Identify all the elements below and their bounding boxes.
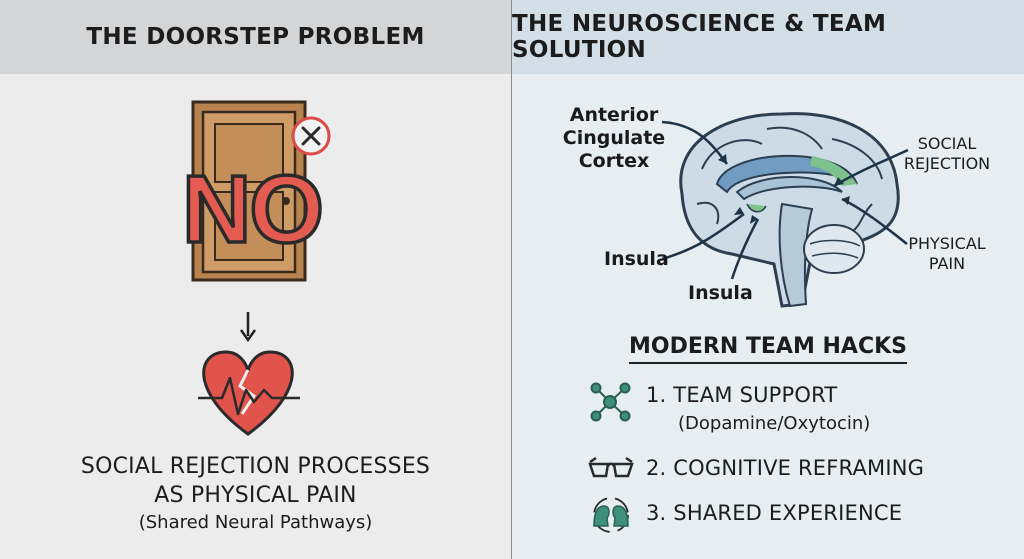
left-panel-title: THE DOORSTEP PROBLEM	[0, 0, 511, 74]
arrow-down-icon	[239, 312, 257, 343]
caption-line-1: SOCIAL REJECTION PROCESSES	[80, 454, 431, 479]
physical-pain-label: PHYSICAL PAIN	[894, 234, 1000, 274]
hacks-title: MODERN TEAM HACKS	[512, 334, 1024, 364]
social-label-line-2: REJECTION	[903, 154, 991, 173]
caption-line-2: AS PHYSICAL PAIN	[154, 483, 357, 508]
two-heads-icon	[593, 497, 629, 533]
brain-diagram	[661, 112, 909, 308]
doorstep-illustration: NO	[180, 100, 331, 436]
hack-shared-experience: 3. SHARED EXPERIENCE	[646, 501, 903, 525]
insula-label-1: Insula	[604, 248, 669, 270]
insula-label-2: Insula	[688, 282, 753, 304]
caption: SOCIAL REJECTION PROCESSES AS PHYSICAL P…	[0, 452, 511, 510]
acc-label: Anterior Cingulate Cortex	[560, 104, 668, 173]
broken-heart-icon	[198, 350, 300, 436]
pain-label-line-2: PAIN	[928, 254, 966, 273]
acc-label-line-1: Anterior	[569, 104, 659, 126]
acc-label-line-2: Cingulate	[562, 127, 666, 149]
hacks-title-text: MODERN TEAM HACKS	[629, 334, 907, 364]
brain-icon	[679, 112, 900, 308]
caption-sub: (Shared Neural Pathways)	[138, 512, 373, 533]
panel-divider	[511, 0, 512, 559]
social-label-line-1: SOCIAL	[917, 134, 977, 153]
glasses-icon	[588, 456, 634, 478]
acc-label-line-3: Cortex	[578, 150, 650, 172]
right-panel: THE NEUROSCIENCE & TEAM SOLUTION	[512, 0, 1024, 559]
hack-cognitive-reframing: 2. COGNITIVE REFRAMING	[646, 456, 925, 480]
label-arrowheads	[718, 154, 850, 224]
left-panel: THE DOORSTEP PROBLEM NO SOCIAL R	[0, 0, 511, 559]
hack-team-support-sub: (Dopamine/Oxytocin)	[678, 413, 871, 434]
hack-team-support: 1. TEAM SUPPORT	[646, 383, 838, 407]
no-text: NO	[182, 156, 322, 263]
network-icon	[590, 382, 631, 422]
right-panel-title: THE NEUROSCIENCE & TEAM SOLUTION	[512, 0, 1024, 74]
social-rejection-label: SOCIAL REJECTION	[894, 134, 1000, 174]
door-icon	[191, 100, 307, 282]
close-circle-icon	[291, 116, 331, 156]
pain-label-line-1: PHYSICAL	[908, 234, 986, 253]
